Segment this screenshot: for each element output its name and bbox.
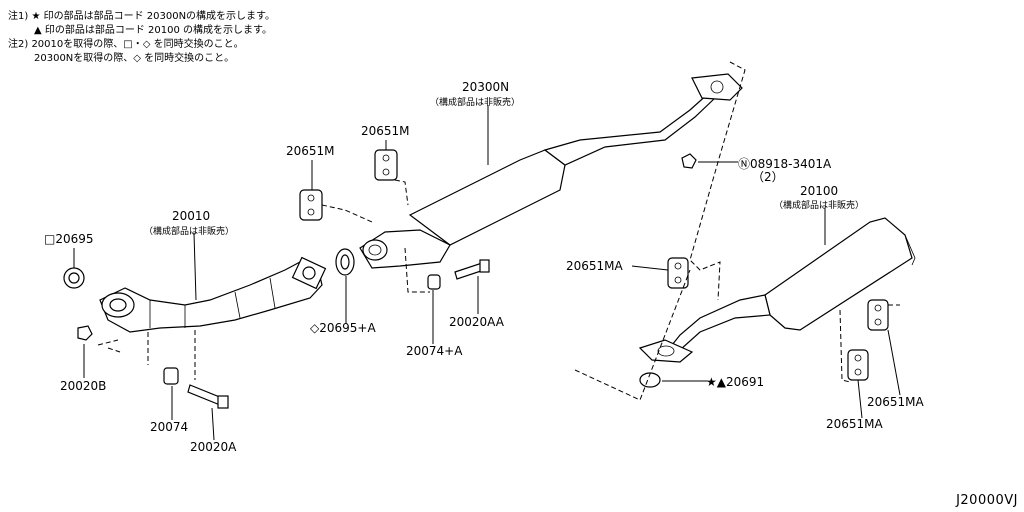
label-20100: 20100 bbox=[800, 184, 839, 198]
stud-20074A bbox=[427, 274, 441, 290]
hanger-20651MA-bottom bbox=[847, 349, 869, 381]
label-08918-3401A: Ⓝ08918-3401A bbox=[738, 157, 832, 171]
label-20695: □20695 bbox=[44, 232, 94, 246]
label-20020AA: 20020AA bbox=[449, 315, 504, 329]
label-20020B: 20020B bbox=[60, 379, 107, 393]
label-08918-qty: （2） bbox=[752, 170, 784, 184]
label-20691: ★▲20691 bbox=[706, 375, 765, 389]
hanger-20651MA-left bbox=[667, 257, 689, 289]
gasket-20695 bbox=[63, 267, 85, 289]
diagram-code: J20000VJ bbox=[956, 493, 1018, 508]
label-20651MA-right: 20651MA bbox=[867, 395, 924, 409]
label-20300N-sub: （構成部品は非販売） bbox=[430, 98, 521, 108]
label-20074: 20074 bbox=[150, 420, 189, 434]
label-20010: 20010 bbox=[172, 209, 211, 223]
label-20651MA-bottom: 20651MA bbox=[826, 417, 883, 431]
bolt-20020AA bbox=[454, 259, 490, 280]
label-20100-sub: （構成部品は非販売） bbox=[774, 201, 865, 211]
label-20010-sub: （構成部品は非販売） bbox=[144, 227, 235, 237]
gasket-20695A bbox=[335, 248, 355, 276]
note-2-line-2: 20300Nを取得の際、◇ を同時交換のこと。 bbox=[34, 53, 235, 64]
label-20300N: 20300N bbox=[462, 80, 510, 94]
stud-20074 bbox=[163, 367, 179, 385]
label-20651M-lower: 20651M bbox=[286, 144, 335, 158]
label-20651MA-left: 20651MA bbox=[566, 259, 623, 273]
center-muffler-20300N bbox=[359, 73, 743, 269]
label-20020A: 20020A bbox=[190, 440, 237, 454]
label-20695A: ◇20695+A bbox=[310, 321, 376, 335]
hanger-20651M-upper bbox=[374, 149, 398, 181]
label-20074A: 20074+A bbox=[406, 344, 463, 358]
note-1-line-1: 注1) ★ 印の部品は部品コード 20300Nの構成を示します。 bbox=[8, 11, 276, 22]
front-pipe-catalyst-20010 bbox=[99, 256, 327, 333]
hanger-20651M-lower bbox=[299, 189, 323, 221]
bolt-20020A bbox=[187, 384, 229, 409]
main-muffler-20100 bbox=[638, 217, 916, 363]
note-2-line-1: 注2) 20010を取得の際、□・◇ を同時交換のこと。 bbox=[8, 39, 244, 50]
nut-20020B bbox=[77, 325, 93, 341]
nut-08918-3401A bbox=[681, 153, 697, 169]
hanger-20651MA-right bbox=[867, 299, 889, 331]
dashed-lines bbox=[97, 61, 900, 401]
label-20651M-upper: 20651M bbox=[361, 124, 410, 138]
note-1-line-2: ▲ 印の部品は部品コード 20100 の構成を示します。 bbox=[34, 25, 273, 36]
